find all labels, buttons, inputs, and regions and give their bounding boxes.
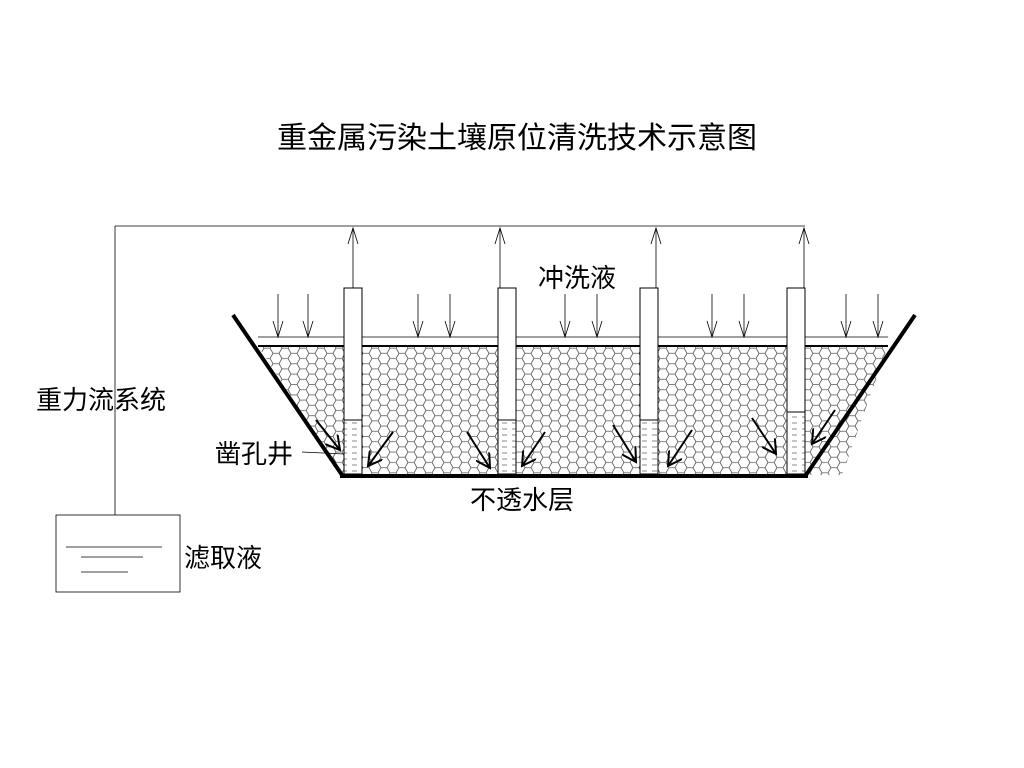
drill-well-leader-line: [301, 451, 345, 455]
well-outflow-arrows: [347, 226, 810, 288]
drill-well-label: 凿孔井: [215, 440, 293, 470]
diagram-title: 重金属污染土壤原位清洗技术示意图: [277, 121, 757, 156]
trench-walls: [231, 313, 917, 477]
flush-liquid-arrows: [272, 294, 884, 339]
contaminated-soil: [258, 336, 888, 475]
drill-well: [786, 287, 806, 475]
filtrate-label: 滤取液: [184, 544, 262, 574]
impermeable-layer-label: 不透水层: [470, 486, 574, 516]
drill-well: [639, 287, 659, 475]
seepage-arrows: [315, 409, 836, 468]
filtrate-tank: [55, 514, 181, 593]
drill-well: [497, 287, 517, 475]
gravity-flow-label: 重力流系统: [36, 386, 166, 416]
drill-wells: [343, 287, 806, 475]
flush-liquid-label: 冲洗液: [538, 264, 616, 294]
drill-well: [343, 287, 363, 475]
